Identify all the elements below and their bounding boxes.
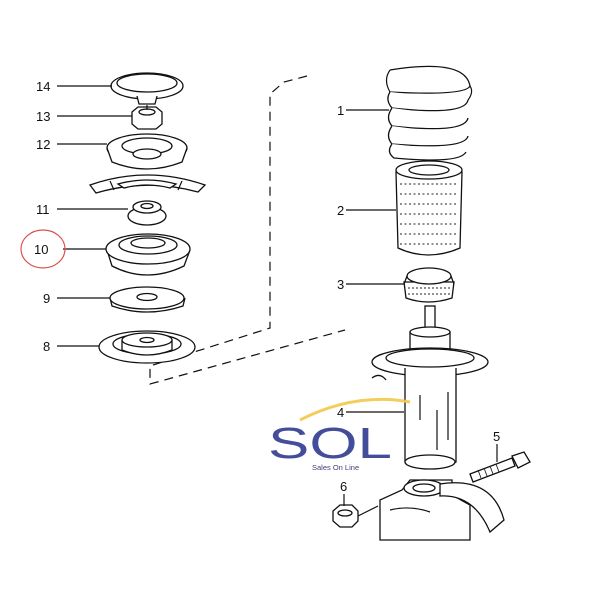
callout-5: 5 — [493, 429, 500, 444]
part-3-bump-stop — [403, 267, 455, 303]
part-1-coil-spring — [385, 65, 473, 161]
callout-2: 2 — [337, 203, 344, 218]
part-2-dust-boot — [395, 160, 463, 256]
logo-tagline: Sales On Line — [312, 463, 359, 472]
part-9-spacer — [109, 286, 186, 313]
part-14-cap — [110, 72, 184, 105]
part-11-bushing — [127, 200, 167, 226]
part-12-bearing-plate — [106, 133, 188, 170]
callout-3: 3 — [337, 277, 344, 292]
part-13-nut — [131, 105, 163, 130]
callout-8: 8 — [43, 339, 50, 354]
callout-9: 9 — [43, 291, 50, 306]
callout-6: 6 — [340, 479, 347, 494]
leader-lines-right — [343, 109, 498, 506]
part-bump-plate — [88, 174, 207, 194]
callout-11: 11 — [36, 202, 50, 217]
leader-lines-left — [57, 85, 132, 347]
assembly-boundary — [149, 75, 346, 385]
logo-text: SOL — [268, 419, 392, 468]
callout-1: 1 — [337, 103, 344, 118]
callout-10: 10 — [34, 242, 48, 257]
part-6-nut — [332, 504, 379, 528]
callout-12: 12 — [36, 137, 50, 152]
callout-10-highlight-circle — [20, 229, 66, 269]
callout-14: 14 — [36, 79, 50, 94]
part-4-strut-body — [371, 305, 489, 470]
part-10-strut-mount — [105, 233, 191, 276]
callout-4: 4 — [337, 405, 344, 420]
logo-swoosh — [299, 397, 411, 422]
part-knuckle — [379, 479, 505, 541]
part-5-bolt — [469, 451, 531, 483]
part-8-spring-seat — [98, 330, 196, 364]
sol-watermark-logo: SOL Sales On Line — [268, 397, 411, 472]
callout-13: 13 — [36, 109, 50, 124]
